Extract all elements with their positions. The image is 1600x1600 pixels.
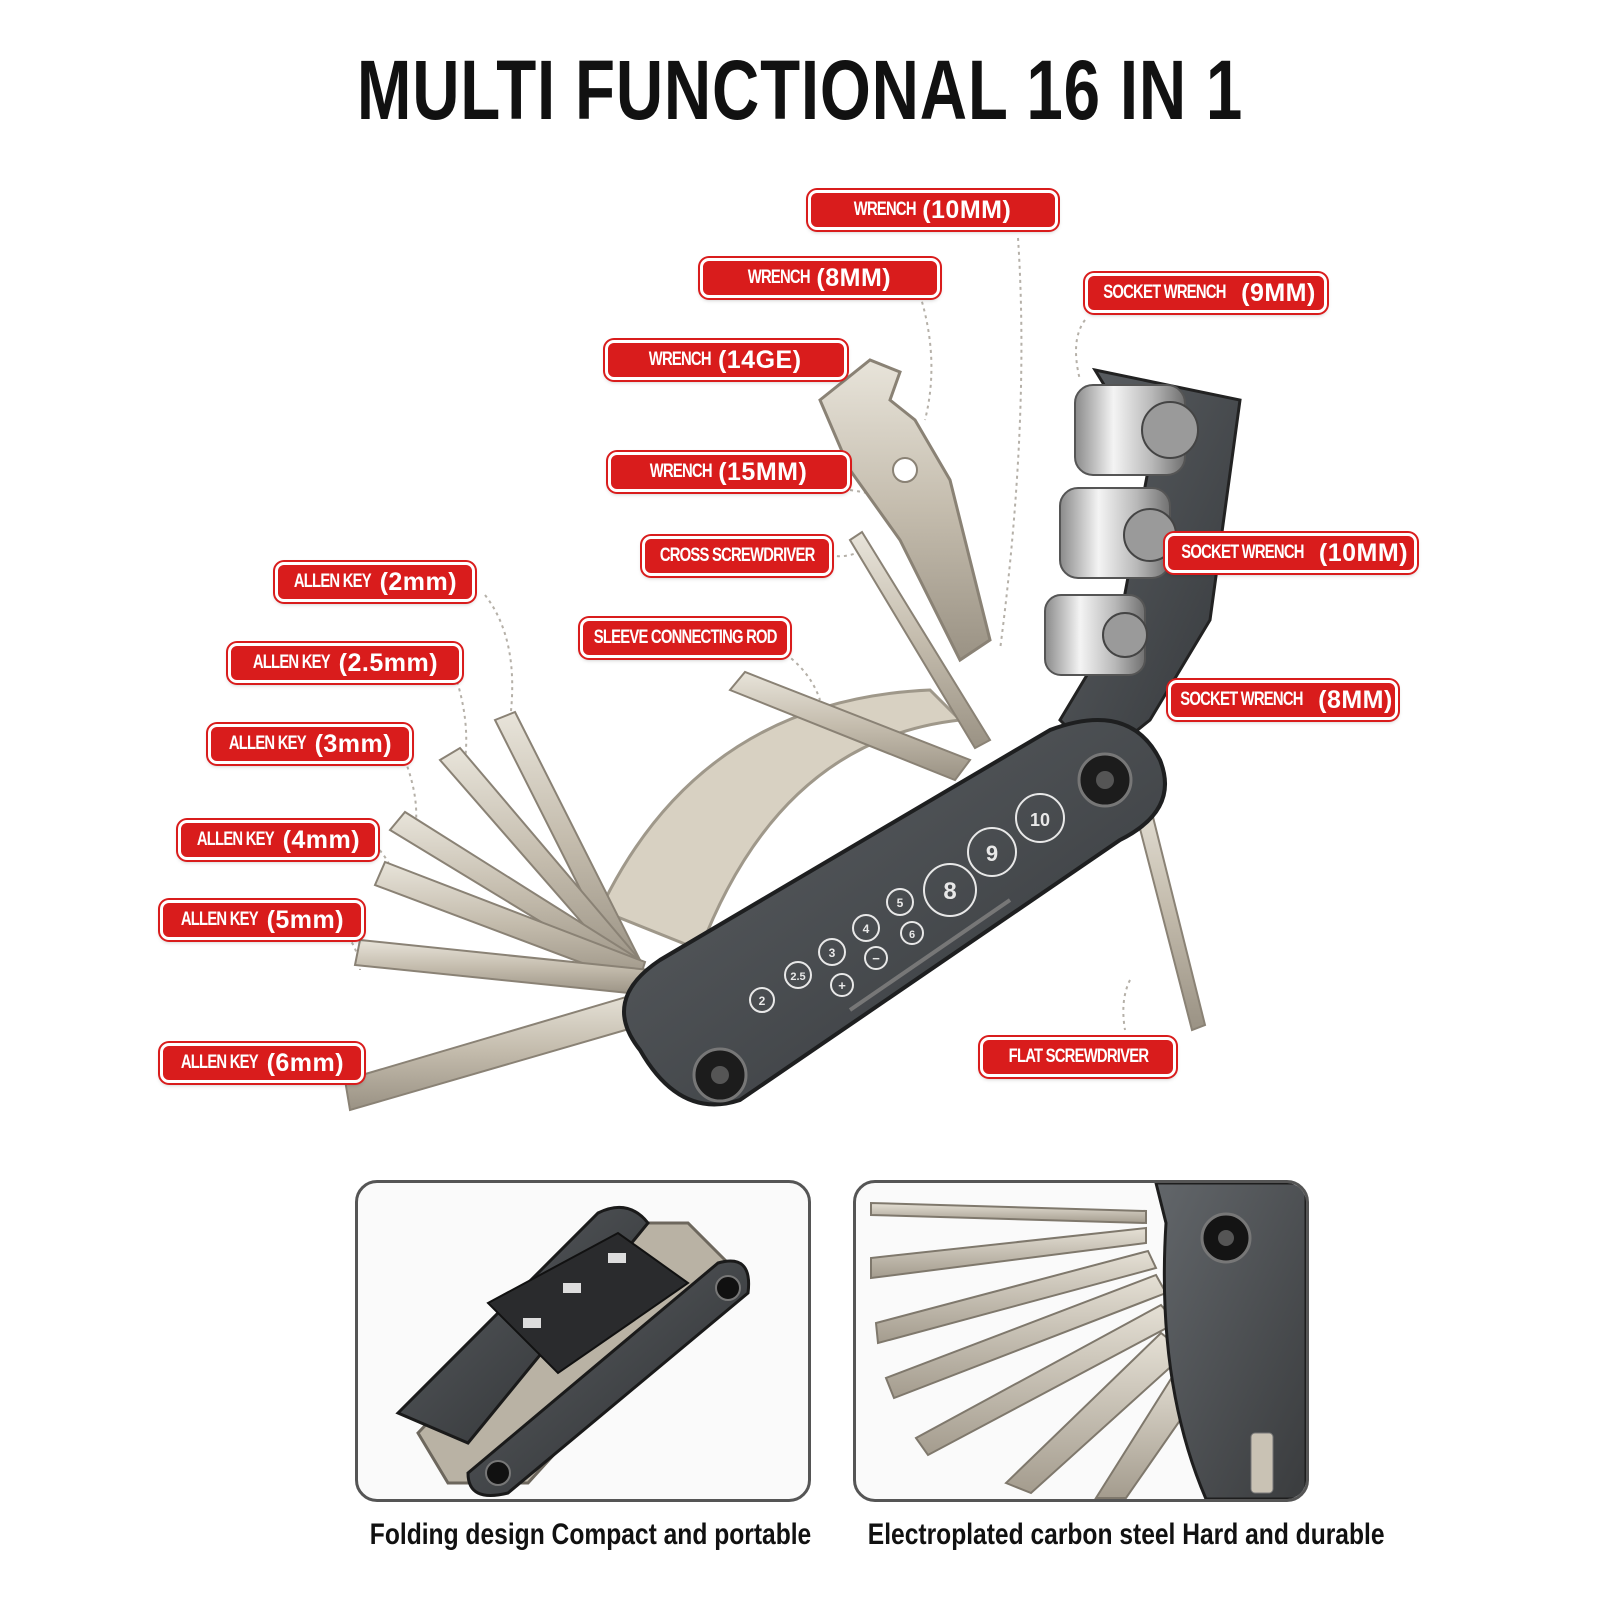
- label-size: (10MM): [1318, 538, 1409, 567]
- label-size: (10MM): [922, 195, 1012, 224]
- marking-minus: −: [872, 951, 880, 966]
- label-sleeve-connecting-rod: SLEEVE CONNECTING ROD: [580, 618, 790, 658]
- label-wrench-14ge: WRENCH (14GE): [605, 340, 847, 380]
- inset-folded-view: [355, 1180, 811, 1502]
- label-size: (14GE): [717, 345, 802, 374]
- label-name: ALLEN KEY: [180, 909, 259, 930]
- label-socket-wrench-9mm: SOCKET WRENCH (9MM): [1085, 273, 1327, 313]
- label-wrench-8mm: WRENCH (8MM): [700, 258, 940, 298]
- label-allen-key-3mm: ALLEN KEY (3mm): [208, 724, 412, 764]
- marking-10: 10: [1030, 810, 1050, 830]
- label-size: (8MM): [816, 263, 892, 292]
- label-allen-key-2-5mm: ALLEN KEY (2.5mm): [228, 643, 462, 683]
- label-socket-wrench-8mm: SOCKET WRENCH (8MM): [1168, 680, 1398, 720]
- label-name: CROSS SCREWDRIVER: [659, 545, 816, 566]
- label-socket-wrench-10mm: SOCKET WRENCH (10MM): [1165, 533, 1417, 573]
- marking-8: 8: [943, 878, 956, 905]
- label-name: ALLEN KEY: [196, 829, 275, 850]
- label-name: SLEEVE CONNECTING ROD: [593, 627, 778, 648]
- label-allen-key-2mm: ALLEN KEY (2mm): [275, 562, 475, 602]
- label-name: SOCKET WRENCH: [1181, 542, 1304, 563]
- label-wrench-15mm: WRENCH (15MM): [608, 452, 850, 492]
- label-size: (8MM): [1318, 685, 1393, 714]
- marking-3: 3: [829, 946, 836, 960]
- label-name: ALLEN KEY: [180, 1052, 259, 1073]
- marking-4: 4: [863, 922, 870, 936]
- label-size: (9MM): [1241, 278, 1316, 307]
- label-size: (15MM): [718, 457, 808, 486]
- inset-steel-closeup: [853, 1180, 1309, 1502]
- label-allen-key-4mm: ALLEN KEY (4mm): [178, 820, 378, 860]
- label-size: (2mm): [379, 567, 458, 596]
- label-name: WRENCH: [853, 199, 916, 220]
- label-wrench-10mm: WRENCH (10MM): [808, 190, 1058, 230]
- page-title: MULTI FUNCTIONAL 16 IN 1: [356, 43, 1244, 137]
- label-name: ALLEN KEY: [293, 571, 372, 592]
- caption-folding-design: Folding design Compact and portable: [369, 1518, 812, 1551]
- label-name: SOCKET WRENCH: [1103, 282, 1226, 303]
- label-name: ALLEN KEY: [252, 652, 331, 673]
- label-flat-screwdriver: FLAT SCREWDRIVER: [980, 1037, 1176, 1077]
- marking-5: 5: [897, 896, 904, 910]
- steel-keys-illustration: [870, 1183, 1306, 1499]
- marking-9: 9: [986, 841, 998, 866]
- label-cross-screwdriver: CROSS SCREWDRIVER: [642, 536, 832, 576]
- label-size: (4mm): [282, 825, 361, 854]
- label-name: ALLEN KEY: [228, 733, 307, 754]
- caption-carbon-steel: Electroplated carbon steel Hard and dura…: [867, 1518, 1385, 1551]
- label-name: FLAT SCREWDRIVER: [1008, 1046, 1148, 1067]
- marking-2: 2: [759, 994, 766, 1008]
- label-size: (5mm): [266, 905, 345, 934]
- label-size: (2.5mm): [338, 648, 439, 677]
- marking-2-5: 2.5: [790, 971, 805, 983]
- label-name: SOCKET WRENCH: [1180, 689, 1303, 710]
- label-name: WRENCH: [747, 267, 811, 288]
- label-size: (6mm): [266, 1048, 345, 1077]
- marking-6b: 6: [909, 929, 915, 941]
- label-name: WRENCH: [649, 461, 712, 482]
- marking-plus: +: [838, 978, 846, 993]
- label-name: WRENCH: [649, 349, 712, 370]
- label-size: (3mm): [314, 729, 393, 758]
- folded-tool-illustration: [395, 1205, 751, 1497]
- label-allen-key-6mm: ALLEN KEY (6mm): [160, 1043, 364, 1083]
- label-allen-key-5mm: ALLEN KEY (5mm): [160, 900, 364, 940]
